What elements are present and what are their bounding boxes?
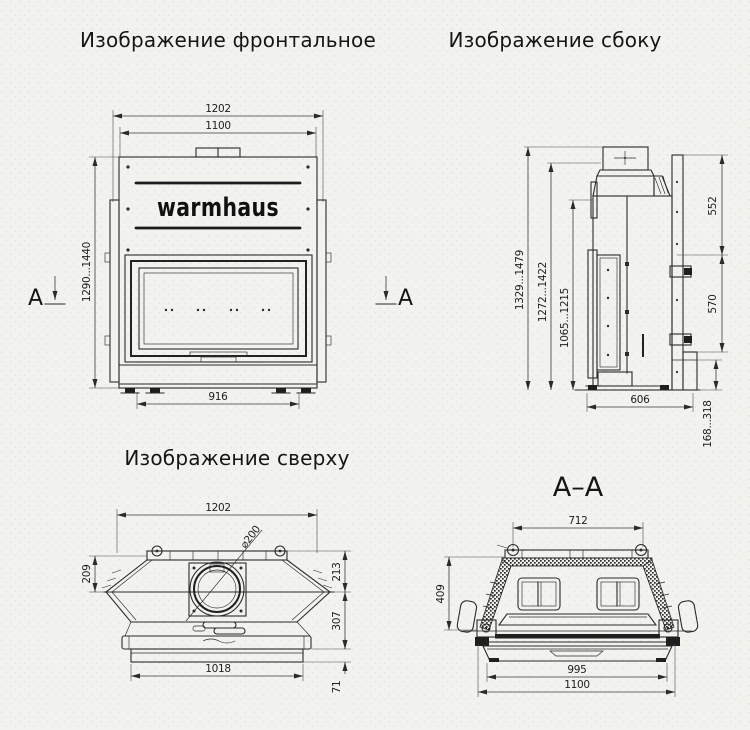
side-base xyxy=(574,371,701,391)
top-dim-1018: 1018 xyxy=(130,663,304,681)
front-dim-1100: 1100 xyxy=(119,120,317,157)
section-dim-712: 712 xyxy=(512,515,644,547)
dim-label: 1329...1479 xyxy=(514,250,526,310)
section-dim-1100: 1100 xyxy=(477,644,676,697)
front-view-title: Изображение фронтальное xyxy=(80,28,376,52)
section-dim-995: 995 xyxy=(486,663,668,682)
dim-label: 71 xyxy=(331,681,343,694)
front-dim-1202: 1202 xyxy=(112,103,324,202)
dim-label: 712 xyxy=(568,515,587,527)
front-dim-height-range: 1290...1440 xyxy=(81,156,119,389)
dim-label: 409 xyxy=(435,584,447,603)
front-body-outline xyxy=(104,147,332,389)
section-insulated-walls xyxy=(479,557,675,631)
side-view-title: Изображение сбоку xyxy=(448,28,661,52)
dim-label: 209 xyxy=(81,564,93,583)
dim-label: 1202 xyxy=(205,502,231,514)
top-damper-handle xyxy=(192,621,246,635)
section-dim-409: 409 xyxy=(435,556,505,631)
dim-label: 570 xyxy=(707,294,719,313)
front-logo-panel: warmhaus xyxy=(126,165,310,252)
front-glass-door xyxy=(124,254,313,363)
side-dim-depth: 606 xyxy=(586,393,694,412)
front-dim-916: 916 xyxy=(136,391,300,409)
front-view: Изображение фронтальное 1202 1100 xyxy=(28,28,413,409)
section-letter: A xyxy=(398,286,413,311)
dim-label: 1018 xyxy=(205,663,231,675)
side-dim-floor-clearance: 168...318 xyxy=(697,359,722,448)
dim-label: 168...318 xyxy=(702,400,714,447)
dim-label: 1065...1215 xyxy=(559,288,571,348)
section-firebox-top xyxy=(497,613,658,626)
dim-label: 1290...1440 xyxy=(81,242,93,302)
side-door xyxy=(587,249,621,379)
side-view: Изображение сбоку xyxy=(448,28,728,448)
top-body-outline xyxy=(101,545,335,637)
side-dim-570: 570 xyxy=(697,255,728,353)
dim-label: 552 xyxy=(707,196,719,215)
section-cut-marker-right: A xyxy=(375,276,413,311)
side-dim-flue-height: 1272...1422 xyxy=(537,162,601,390)
top-dim-213: 213 xyxy=(287,550,351,593)
top-dim-1202: 1202 xyxy=(116,502,318,553)
section-vents xyxy=(517,577,640,611)
top-view-title: Изображение сверху xyxy=(124,446,349,470)
section-glass-bar xyxy=(456,600,699,646)
dim-label: 1100 xyxy=(205,120,231,132)
dim-label: 606 xyxy=(630,394,650,406)
section-letter: A xyxy=(28,286,43,311)
top-dim-71: 71 xyxy=(303,638,351,693)
section-view-title: A–A xyxy=(553,472,604,503)
dim-label: 213 xyxy=(331,562,343,581)
top-dim-209: 209 xyxy=(81,555,147,593)
dim-label: 995 xyxy=(567,664,586,676)
top-flue-collar xyxy=(188,561,247,617)
dim-label: 1272...1422 xyxy=(537,262,549,322)
dim-label: 307 xyxy=(331,611,343,630)
top-front-frame xyxy=(121,635,312,663)
dim-label: 1202 xyxy=(205,103,231,115)
side-body-outline xyxy=(590,146,698,391)
top-view: Изображение сверху 1202 ⌀200 xyxy=(81,446,351,693)
dim-label: 916 xyxy=(208,391,228,403)
section-ash-tray xyxy=(482,645,673,662)
front-base xyxy=(118,364,318,394)
dim-label: 1100 xyxy=(564,679,590,691)
section-cut-marker-left: A xyxy=(28,276,66,311)
brand-logo: warmhaus xyxy=(157,193,279,223)
side-dim-body-height: 1065...1215 xyxy=(559,199,593,390)
side-dim-552: 552 xyxy=(677,154,728,256)
side-dim-total-height: 1329...1479 xyxy=(514,146,603,390)
section-view: A–A 712 xyxy=(435,472,699,697)
